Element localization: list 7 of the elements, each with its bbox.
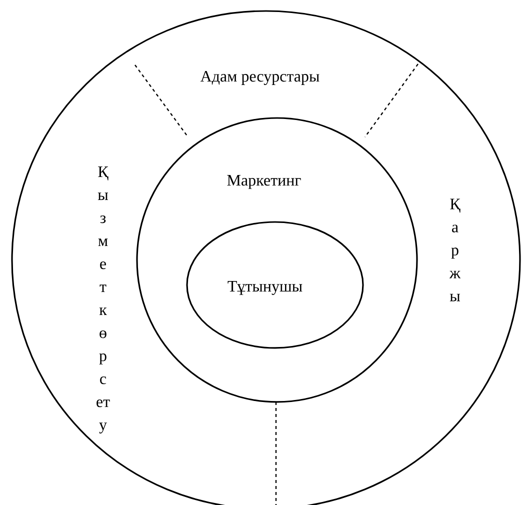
sector-label: Адам ресурстары bbox=[200, 71, 320, 85]
vertical-label: Қ ы з м е т к ө р с ет у bbox=[96, 166, 110, 434]
circle-label: Тұтынушы bbox=[228, 281, 302, 295]
circle-label: Маркетинг bbox=[227, 175, 301, 189]
ring-circle bbox=[136, 117, 418, 403]
inner-ellipse bbox=[186, 221, 364, 349]
vertical-label: Қ а р ж ы bbox=[449, 198, 461, 302]
